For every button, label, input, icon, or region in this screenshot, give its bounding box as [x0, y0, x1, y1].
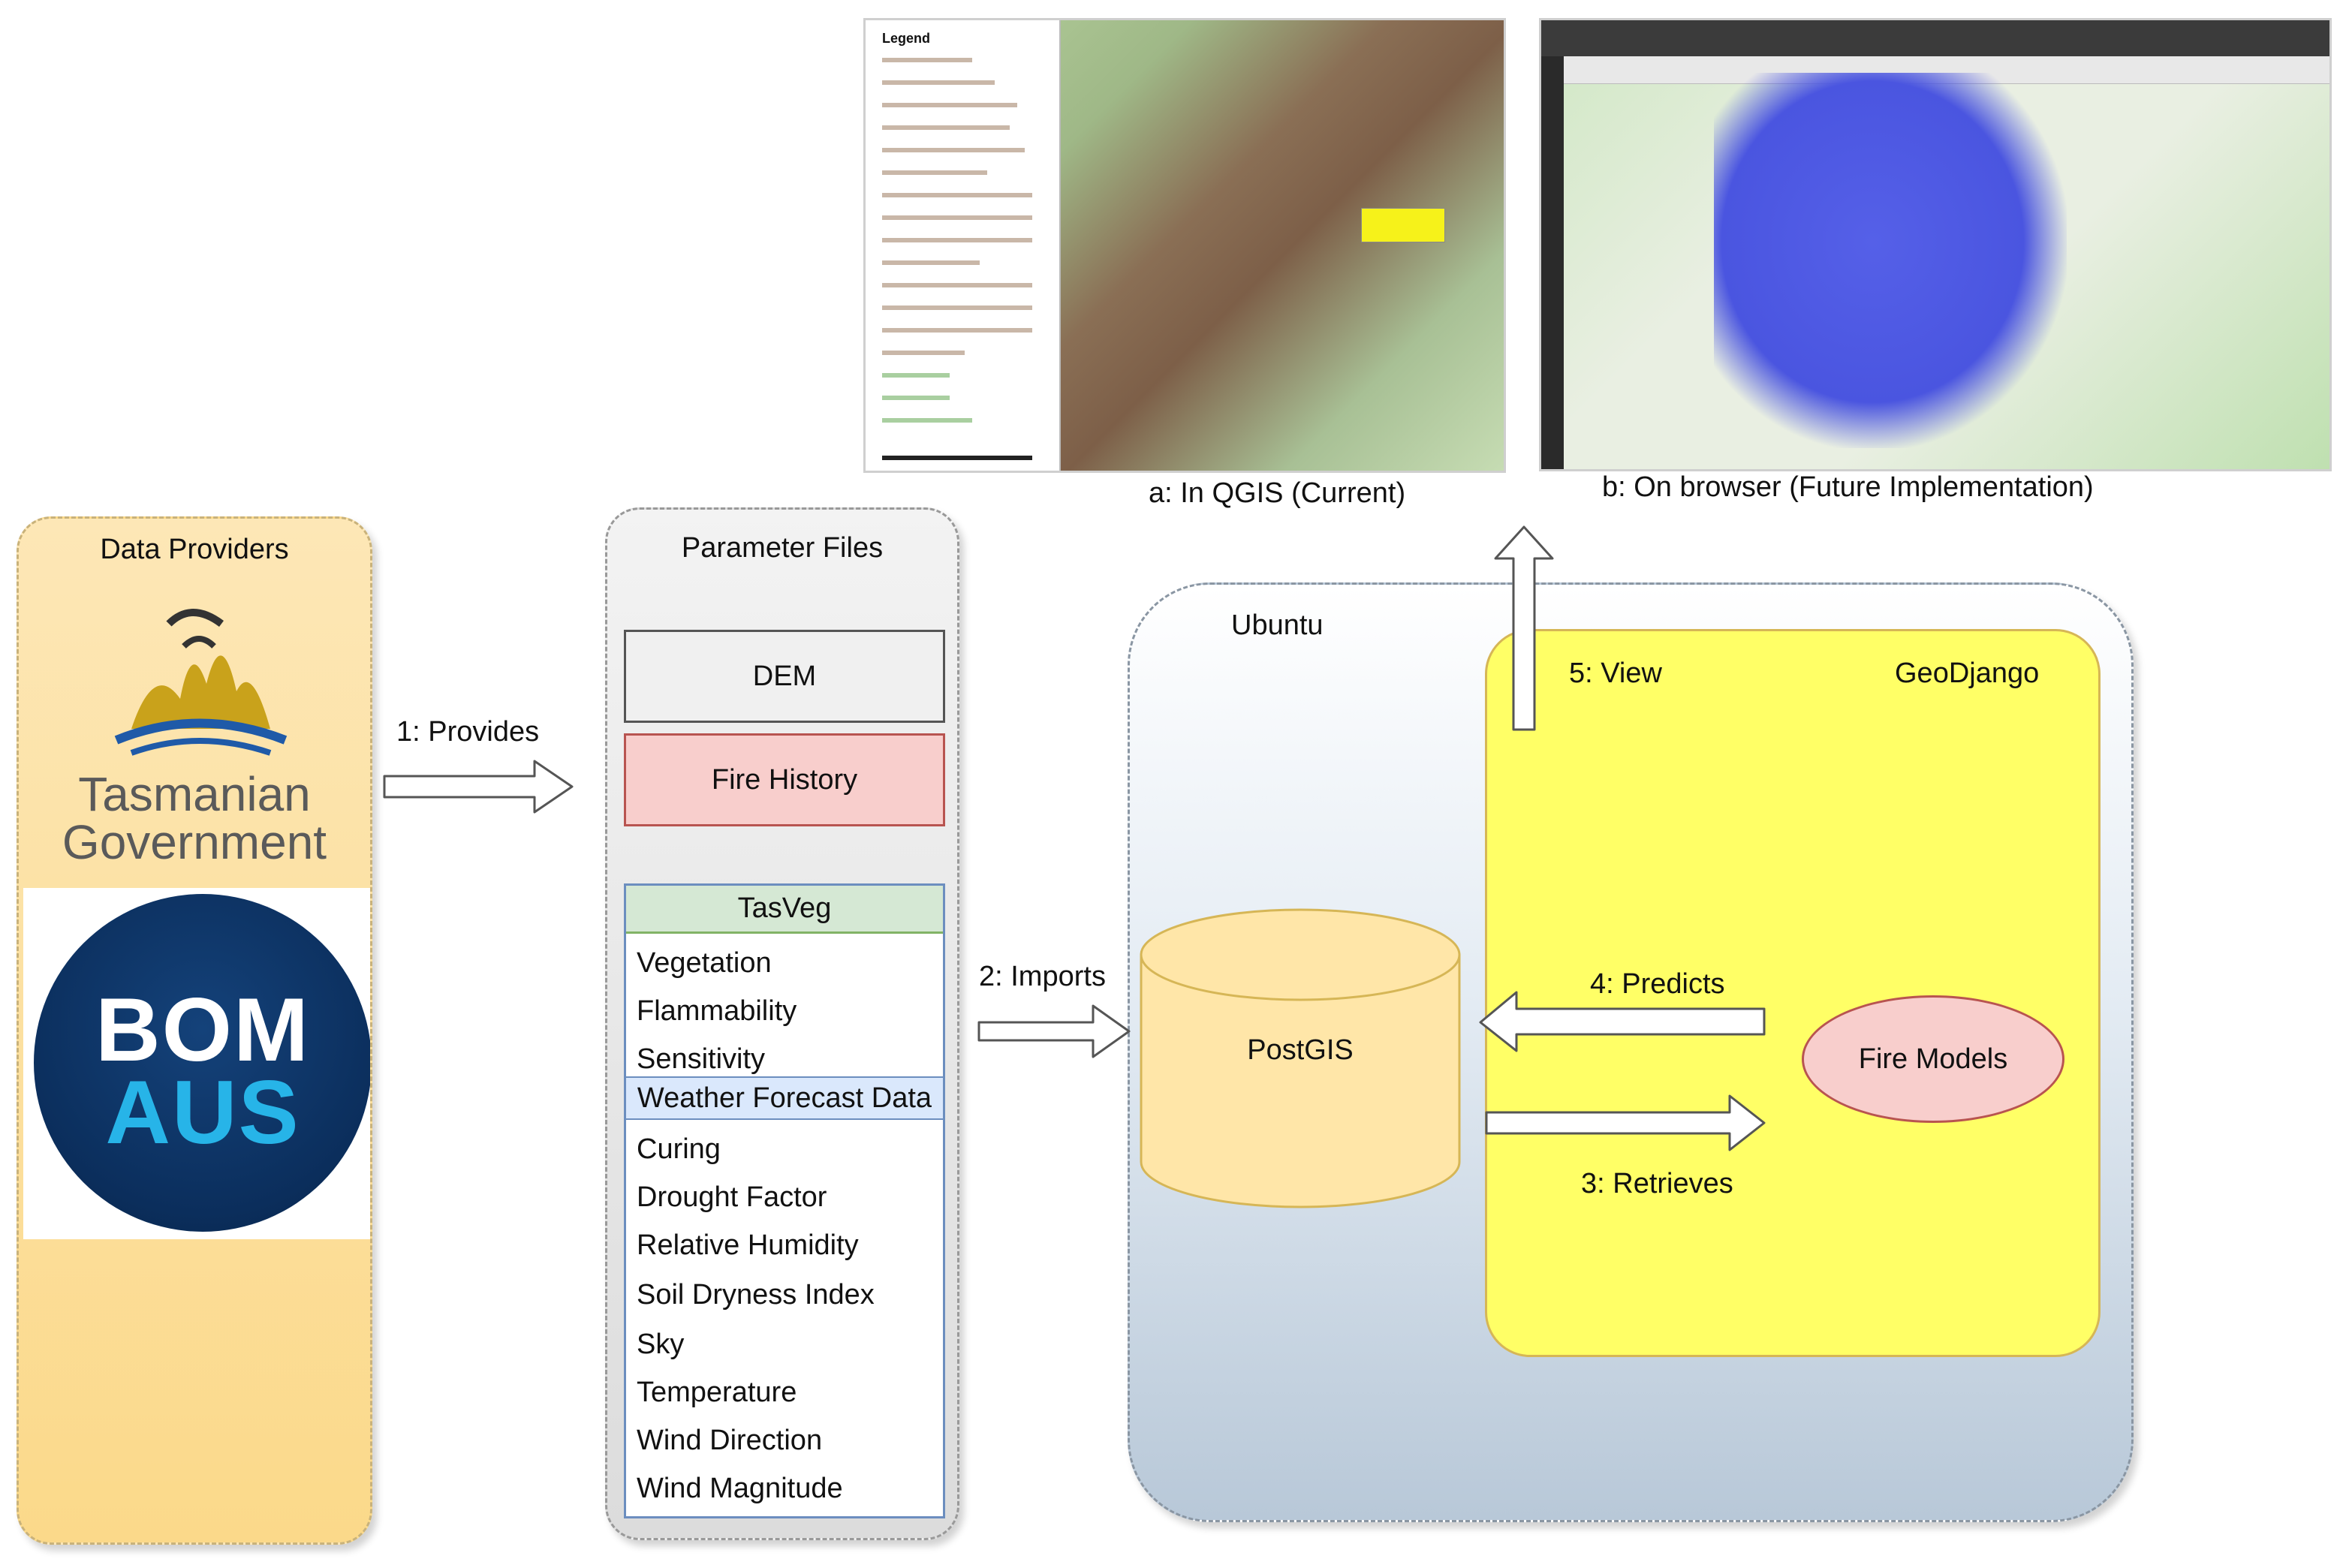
data-providers-panel: Data Providers Tasmanian Government BOM …	[17, 516, 372, 1545]
qgis-map-screenshot: Legend	[863, 18, 1506, 473]
browser-tab-bar	[1541, 20, 2329, 56]
list-item: Sky	[637, 1329, 685, 1360]
geodjango-container	[1485, 629, 2101, 1357]
provides-label: 1: Provides	[396, 716, 540, 748]
postgis-database-icon	[1140, 908, 1461, 1208]
legend-entry	[882, 305, 1032, 310]
legend-entry	[882, 193, 1032, 197]
fire-models-ellipse: Fire Models	[1802, 995, 2064, 1123]
retrieves-arrow-icon	[1485, 1094, 1766, 1151]
imports-arrow-icon	[977, 1004, 1131, 1058]
desktop-launcher	[1541, 56, 1564, 469]
tas-logo-text-line2: Government	[62, 815, 327, 869]
legend-entry	[882, 328, 1032, 333]
bom-logo-text-line1: BOM	[95, 980, 310, 1080]
view-label: 5: View	[1569, 658, 1662, 689]
postgis-label: PostGIS	[1247, 1034, 1354, 1066]
qgis-legend-panel: Legend	[866, 20, 1061, 471]
legend-entry	[882, 125, 1010, 130]
legend-entry	[882, 148, 1025, 152]
ubuntu-title: Ubuntu	[1231, 609, 1324, 641]
legend-entry	[882, 283, 1032, 287]
list-item: Soil Dryness Index	[637, 1279, 875, 1311]
parameter-files-title: Parameter Files	[681, 532, 884, 564]
list-item: Vegetation	[637, 947, 772, 979]
geodjango-title: GeoDjango	[1895, 658, 2040, 689]
parameter-files-panel: Parameter Files DEM Fire History TasVeg …	[605, 507, 959, 1540]
legend-entry	[882, 103, 1017, 107]
tas-logo-text-line1: Tasmanian	[78, 767, 311, 821]
qgis-caption: a: In QGIS (Current)	[1149, 477, 1406, 509]
fire-history-box: Fire History	[624, 733, 945, 826]
retrieves-label: 3: Retrieves	[1581, 1168, 1733, 1199]
tasveg-header: TasVeg	[626, 886, 943, 934]
legend-entry	[882, 215, 1032, 220]
legend-entry	[882, 260, 980, 265]
weather-forecast-header: Weather Forecast Data	[626, 1076, 943, 1120]
legend-entry	[882, 373, 950, 378]
tasveg-weather-list: TasVeg Vegetation Flammability Sensitivi…	[624, 883, 945, 1518]
legend-entry	[882, 238, 1032, 242]
predicts-arrow-icon	[1479, 991, 1766, 1052]
scale-bar	[882, 456, 1032, 460]
data-providers-title: Data Providers	[100, 534, 289, 565]
list-item: Temperature	[637, 1377, 797, 1408]
tasmanian-government-logo-icon	[114, 609, 288, 756]
list-item: Sensitivity	[637, 1043, 766, 1075]
list-item: Wind Direction	[637, 1425, 823, 1456]
browser-map-screenshot	[1539, 18, 2332, 471]
bom-logo-text-line2: AUS	[105, 1062, 300, 1163]
list-item: Relative Humidity	[637, 1229, 859, 1261]
legend-entry	[882, 418, 972, 423]
legend-entry	[882, 170, 987, 175]
dem-box: DEM	[624, 630, 945, 723]
fire-extent-overlay	[1714, 73, 2067, 448]
provides-arrow-icon	[383, 760, 574, 814]
legend-entry	[882, 351, 965, 355]
bom-logo-panel: BOM AUS	[23, 888, 370, 1239]
list-item: Curing	[637, 1133, 721, 1165]
predicts-label: 4: Predicts	[1590, 968, 1725, 1000]
legend-entry	[882, 396, 950, 400]
qgis-legend-title: Legend	[882, 31, 931, 46]
view-arrow-icon	[1494, 525, 1554, 731]
legend-entry	[882, 58, 972, 62]
list-item: Drought Factor	[637, 1181, 827, 1213]
list-item: Wind Magnitude	[637, 1473, 843, 1504]
bom-logo: BOM AUS	[34, 894, 370, 1232]
map-annotation-box	[1361, 208, 1445, 242]
list-item: Flammability	[637, 995, 797, 1027]
legend-entry	[882, 80, 995, 85]
browser-caption: b: On browser (Future Implementation)	[1602, 471, 2094, 503]
imports-label: 2: Imports	[979, 961, 1106, 992]
